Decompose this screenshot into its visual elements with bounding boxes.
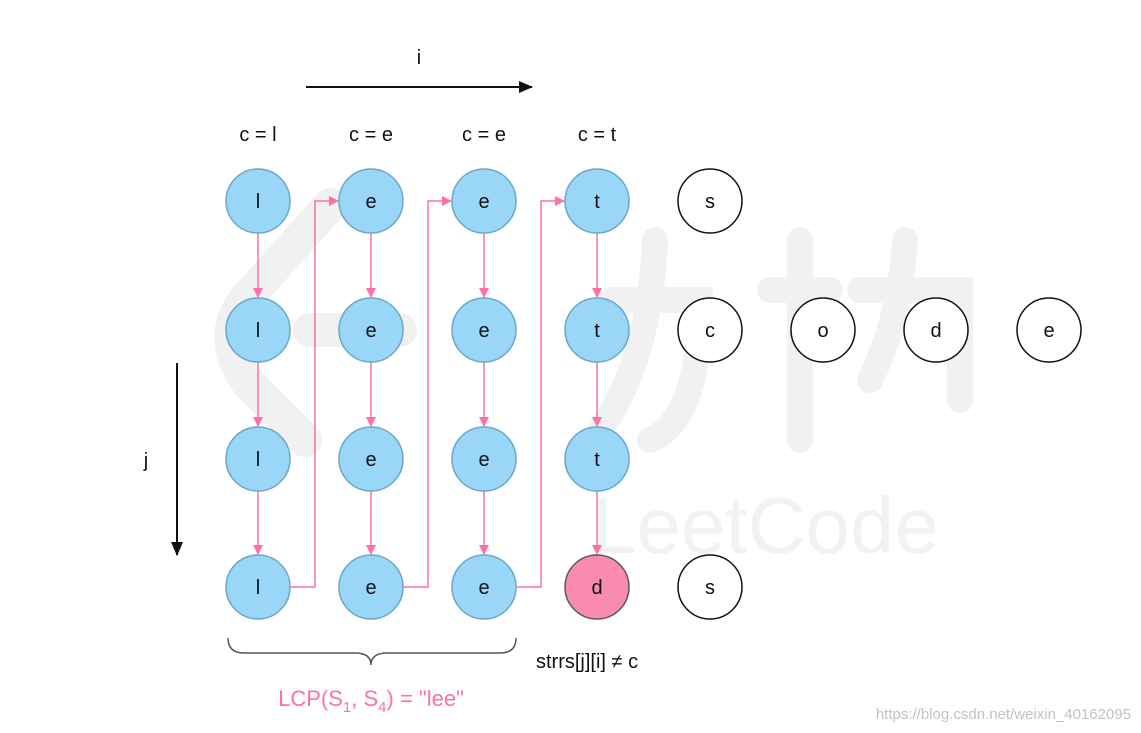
watermark-text: LeetCode xyxy=(592,481,939,570)
char-node-visited: l xyxy=(225,297,291,363)
char-node-visited: e xyxy=(338,168,404,234)
node-circle xyxy=(564,554,630,620)
char-node-visited: e xyxy=(338,426,404,492)
char-node-visited: t xyxy=(564,168,630,234)
mismatch-condition-label: strrs[j][i] ≠ c xyxy=(536,651,638,673)
node-char: e xyxy=(365,320,376,342)
node-circle xyxy=(903,297,969,363)
node-char: t xyxy=(594,320,600,342)
char-node-visited: e xyxy=(451,297,517,363)
char-node: d xyxy=(903,297,969,363)
node-char: t xyxy=(594,449,600,471)
column-header: c = e xyxy=(349,124,393,146)
node-char: d xyxy=(930,320,941,342)
node-char: e xyxy=(365,577,376,599)
char-node-visited: e xyxy=(451,426,517,492)
char-node-visited: t xyxy=(564,297,630,363)
char-node-visited: e xyxy=(338,554,404,620)
node-char: e xyxy=(478,449,489,471)
char-node-visited: l xyxy=(225,426,291,492)
char-node: c xyxy=(677,297,743,363)
node-circle xyxy=(1016,297,1082,363)
node-char: e xyxy=(478,577,489,599)
node-circle xyxy=(564,297,630,363)
char-node: e xyxy=(1016,297,1082,363)
node-char: s xyxy=(705,577,715,599)
column-header: c = e xyxy=(462,124,506,146)
node-char: l xyxy=(256,577,260,599)
node-circle xyxy=(564,168,630,234)
traversal-arrows xyxy=(253,196,602,588)
char-node-visited: t xyxy=(564,426,630,492)
i-axis: i xyxy=(306,47,533,93)
node-char: t xyxy=(594,191,600,213)
node-char: s xyxy=(705,191,715,213)
node-circle xyxy=(677,297,743,363)
char-node-visited: l xyxy=(225,554,291,620)
node-char: l xyxy=(256,320,260,342)
node-circle xyxy=(225,168,291,234)
char-node-visited: l xyxy=(225,168,291,234)
char-node: s xyxy=(677,168,743,234)
node-circle xyxy=(677,554,743,620)
leetcode-watermark: LeetCode xyxy=(214,188,973,570)
next-column-arrow xyxy=(403,196,452,588)
char-node: s xyxy=(677,554,743,620)
node-circle xyxy=(338,426,404,492)
char-node-visited: e xyxy=(338,297,404,363)
node-char: e xyxy=(478,320,489,342)
node-circle xyxy=(677,168,743,234)
node-circle xyxy=(225,554,291,620)
lcp-result-label: LCP(S1, S4) = "lee" xyxy=(278,686,464,716)
node-circle xyxy=(338,554,404,620)
char-node-visited: e xyxy=(451,168,517,234)
source-url: https://blog.csdn.net/weixin_40162095 xyxy=(876,706,1131,723)
node-circle xyxy=(564,426,630,492)
char-node-visited: e xyxy=(451,554,517,620)
node-circle xyxy=(225,297,291,363)
next-column-arrow xyxy=(516,196,565,588)
node-char: e xyxy=(478,191,489,213)
node-char: d xyxy=(591,577,602,599)
node-circle xyxy=(338,168,404,234)
node-char: o xyxy=(817,320,828,342)
node-circle xyxy=(790,297,856,363)
node-char: l xyxy=(256,191,260,213)
node-char: l xyxy=(256,449,260,471)
column-header: c = l xyxy=(239,124,276,146)
node-circle xyxy=(451,297,517,363)
j-axis-label: j xyxy=(143,450,148,472)
node-circle xyxy=(225,426,291,492)
string-grid: l e e t s l e e t c o d e l e e t l e e d s xyxy=(225,168,1082,620)
node-circle xyxy=(451,168,517,234)
node-char: e xyxy=(365,191,376,213)
j-axis: j xyxy=(143,363,183,556)
node-circle xyxy=(338,297,404,363)
next-column-arrow xyxy=(290,196,339,588)
i-axis-label: i xyxy=(417,47,421,69)
column-headers: c = l c = e c = e c = t xyxy=(239,124,616,146)
lcp-brace xyxy=(227,637,517,666)
node-char: e xyxy=(365,449,376,471)
node-circle xyxy=(451,554,517,620)
node-char: e xyxy=(1043,320,1054,342)
char-node: o xyxy=(790,297,856,363)
node-char: c xyxy=(705,320,715,342)
node-circle xyxy=(451,426,517,492)
column-header: c = t xyxy=(578,124,617,146)
char-node-mismatch: d xyxy=(564,554,630,620)
